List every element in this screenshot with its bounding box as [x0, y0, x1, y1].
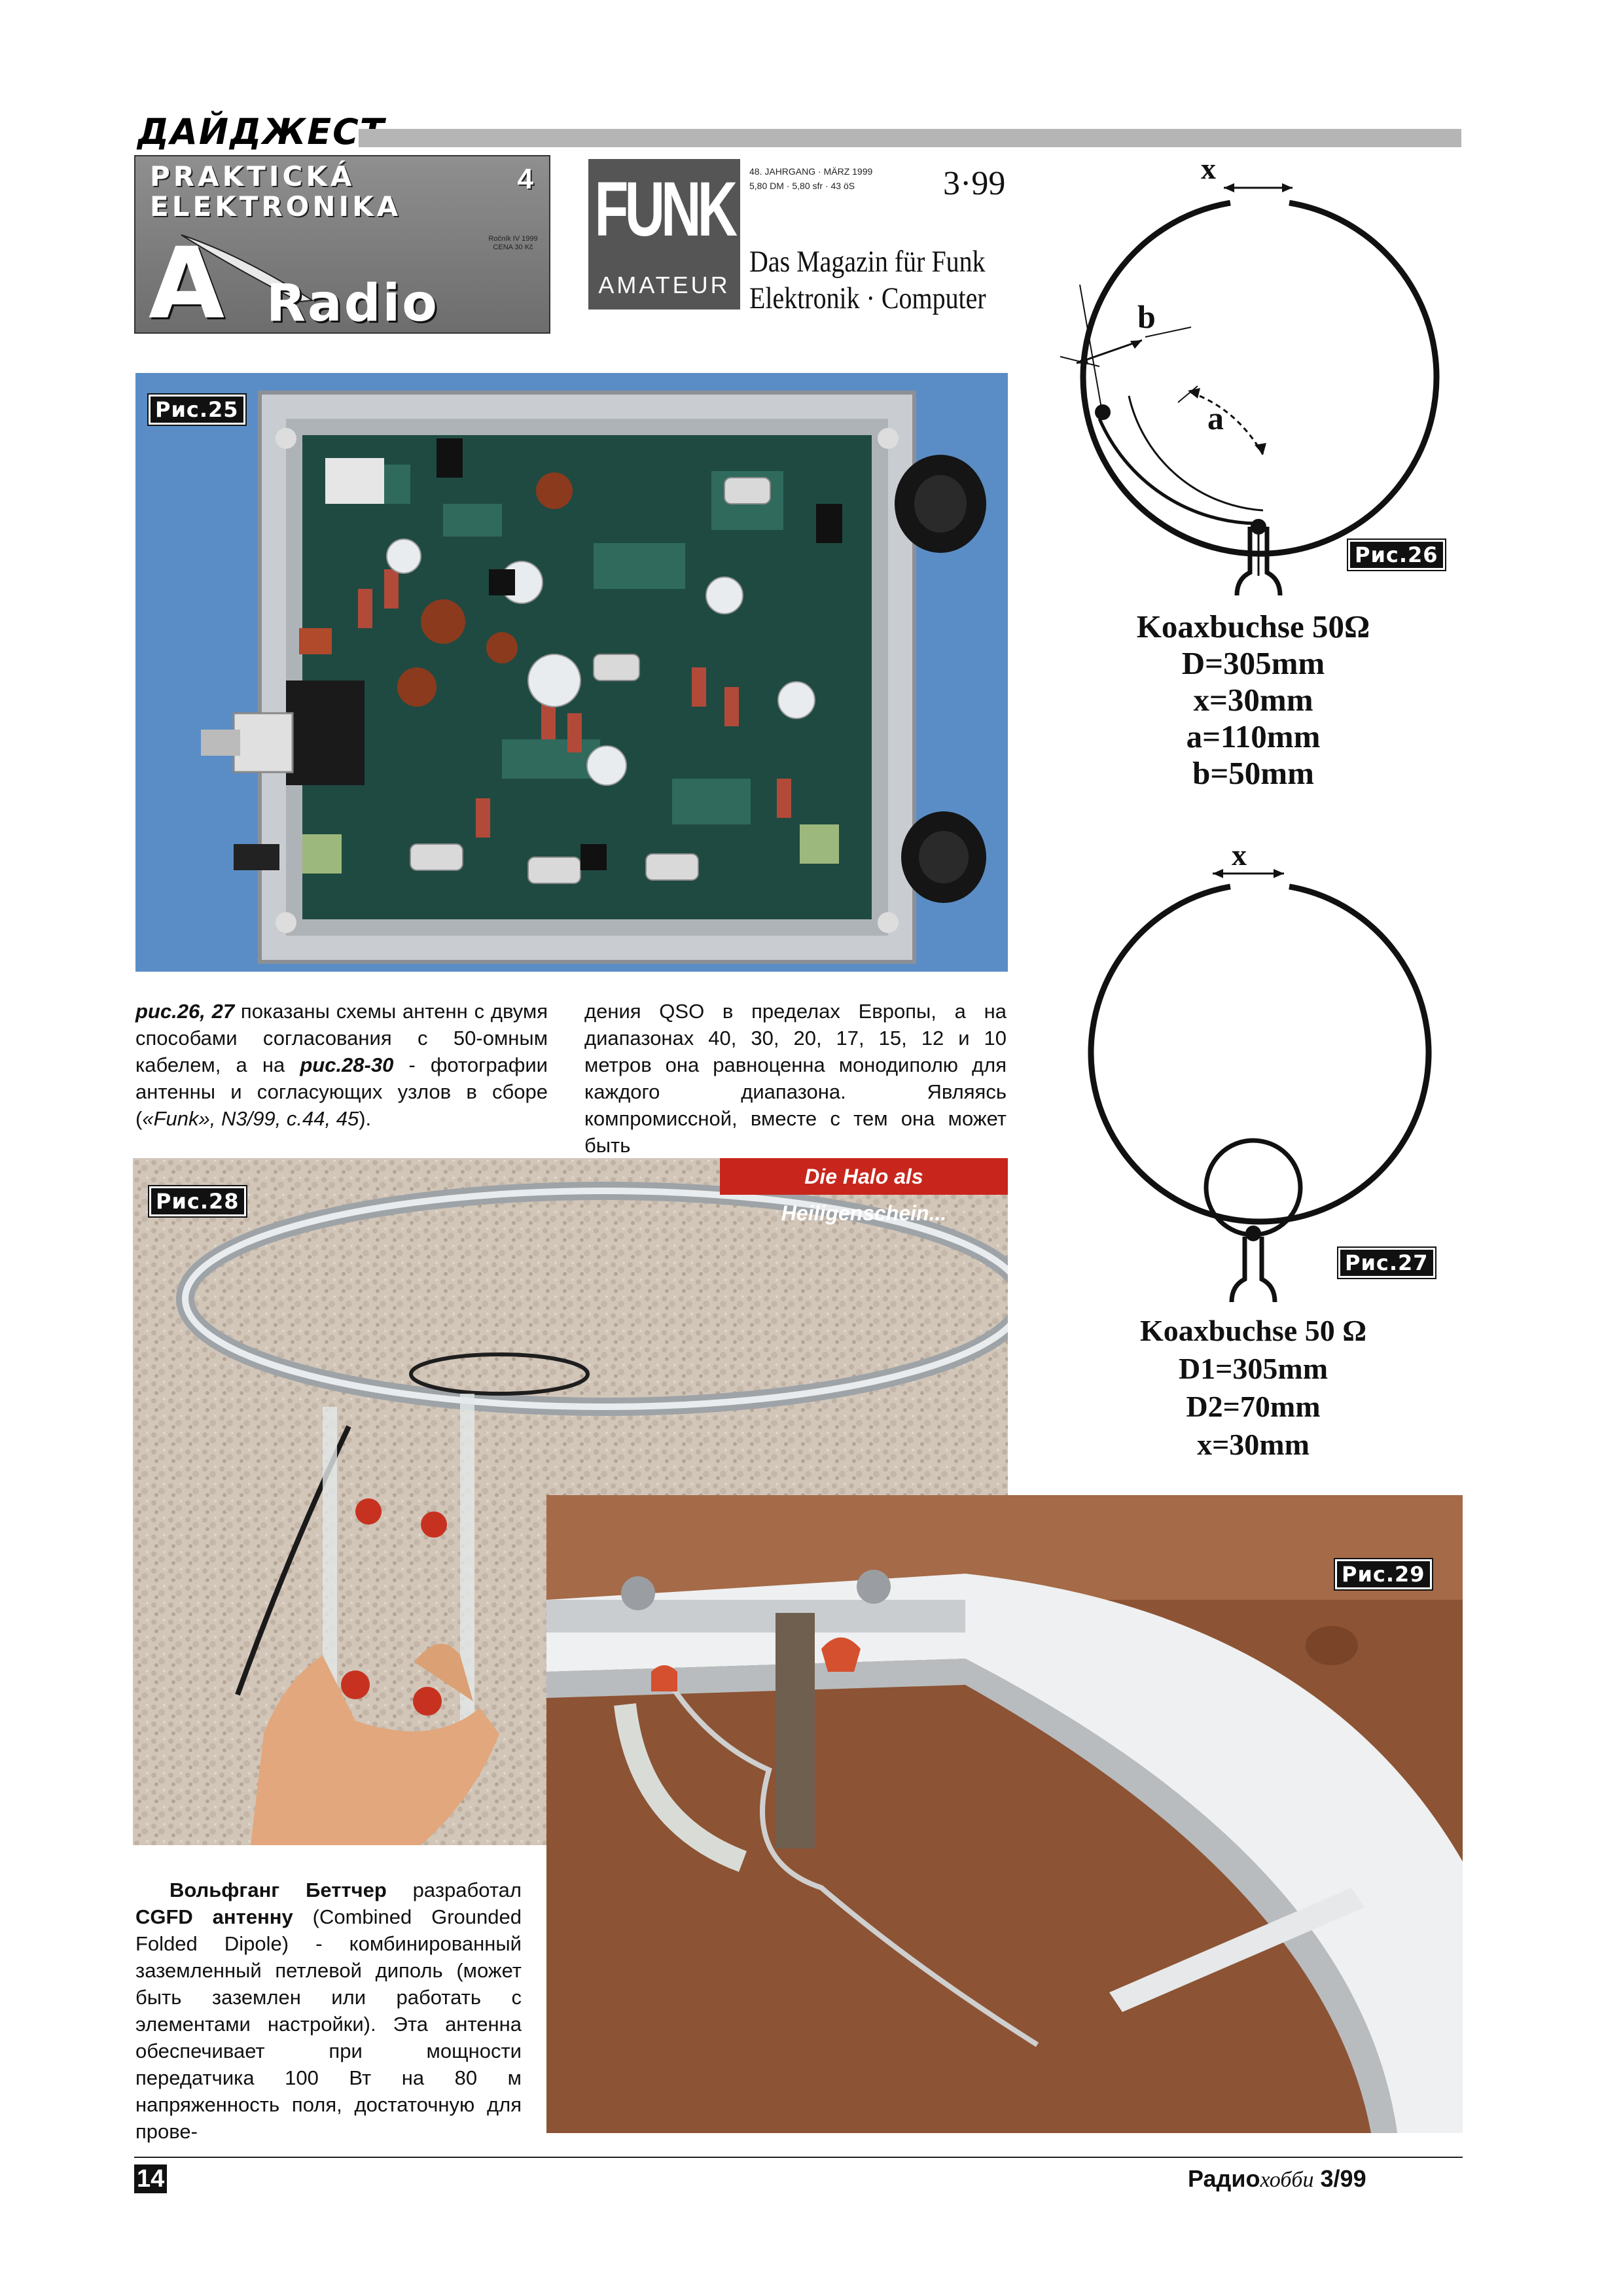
footer-magazine: Радиохобби 3/99	[1188, 2164, 1366, 2195]
fig26-dim-a: a	[1207, 400, 1224, 436]
footer-issue: 3/99	[1313, 2165, 1366, 2192]
fig27-specs: Koaxbuchse 50 Ω D1=305mm D2=70mm x=30mm	[1041, 1312, 1466, 1464]
fa-logo-block	[588, 159, 740, 309]
fa-tagline1: Das Magazin für Funk	[749, 245, 986, 279]
fig25-label: Рис.25	[147, 393, 247, 426]
pe-big-letter: A	[149, 227, 225, 334]
fig29-label: Рис.29	[1334, 1558, 1433, 1591]
page-number: 14	[134, 2164, 168, 2193]
fig29-photo: Рис.29	[546, 1495, 1463, 2133]
pe-side-text: Ročník IV 1999 CENA 30 Kč	[488, 235, 538, 251]
footer-mag-italic: хобби	[1260, 2168, 1314, 2192]
fa-meta: 48. JAHRGANG · MÄRZ 1999 5,80 DM · 5,80 …	[749, 164, 872, 193]
text-source: «Funk», N3/99, с.44, 45	[142, 1107, 359, 1130]
fa-issue: 3·99	[943, 165, 1006, 202]
fa-logo: FUNK	[594, 166, 738, 253]
fig26-spec-x: x=30mm	[1193, 682, 1313, 718]
section-title: ДАЙДЖЕСТ	[137, 111, 385, 152]
pe-issue-number: 4	[517, 163, 533, 195]
fig27-dim-x: x	[1232, 838, 1247, 872]
text-col3-part1: разработал	[386, 1879, 522, 1901]
text-ref-figs-26-27: рис.26, 27	[135, 1000, 235, 1023]
fig28-caption: Die Halo als Heiligenschein...	[720, 1158, 1008, 1225]
text-col1-end: ).	[359, 1107, 372, 1130]
header-bar	[359, 129, 1461, 147]
fig27-spec-d1: D1=305mm	[1178, 1352, 1329, 1385]
fig27-spec-d2: D2=70mm	[1186, 1390, 1321, 1423]
pe-swoosh-icon	[181, 234, 314, 303]
pe-radio: Radio	[266, 274, 439, 333]
antenna-closeup-photo-illustration	[546, 1495, 1463, 2133]
fig26-spec-b: b=50mm	[1192, 755, 1314, 791]
fig26-dim-b: b	[1137, 298, 1156, 335]
fig27-spec-x: x=30mm	[1197, 1428, 1310, 1461]
text-col1: рис.26, 27 показаны схемы антенн с двумя…	[135, 998, 548, 1132]
fig25-photo: Рис.25	[135, 373, 1008, 972]
pcb-photo-illustration	[135, 373, 1008, 972]
fig27-diagram: x Рис.27 Koaxbuchse 50 Ω D1=305mm D2=70m…	[1041, 838, 1466, 1479]
fig26-spec-d: D=305mm	[1181, 645, 1325, 681]
fa-meta-line1: 48. JAHRGANG · MÄRZ 1999	[749, 166, 873, 177]
text-ref-figs-28-30: рис.28-30	[300, 1053, 394, 1076]
pe-title-line2: ELEKTRONIKA	[150, 190, 402, 222]
pe-title-line1: PRAKTICKÁ	[150, 160, 355, 192]
text-antenna-term: CGFD антенну	[135, 1905, 293, 1928]
text-col2: дения QSO в пределах Европы, а на диапаз…	[584, 1000, 1007, 1157]
fig27-label: Рис.27	[1337, 1246, 1436, 1279]
fig26-specs: Koaxbuchse 50Ω D=305mm x=30mm a=110mm b=…	[1041, 609, 1466, 792]
fa-tagline2: Elektronik · Computer	[749, 281, 986, 315]
text-col1-part2: - фотографии антенны и согласующих узлов…	[135, 1053, 548, 1130]
fa-tagline: Das Magazin für Funk Elektronik · Comput…	[749, 243, 986, 317]
footer-rule	[134, 2157, 1463, 2158]
coupling-loop-diagram	[1088, 869, 1432, 1303]
text-col1-part1: показаны схемы антенн с двумя способами …	[135, 1000, 548, 1076]
fa-meta-line2: 5,80 DM · 5,80 sfr · 43 öS	[749, 181, 855, 191]
fig26-spec-a: a=110mm	[1186, 718, 1321, 754]
text-col3: Вольфганг Беттчер разработал CGFD антенн…	[135, 1877, 522, 2145]
fig27-spec-coax: Koaxbuchse 50 Ω	[1139, 1314, 1367, 1347]
fig26-dim-x: x	[1201, 152, 1216, 185]
text-col3-part2: (Combined Grounded Folded Dipole) - комб…	[135, 1905, 522, 2143]
fig28-label: Рис.28	[148, 1185, 247, 1218]
pe-title: PRAKTICKÁ ELEKTRONIKA	[150, 162, 401, 222]
fa-logo-sub: AMATEUR	[598, 272, 730, 298]
text-author: Вольфганг Беттчер	[169, 1879, 387, 1901]
fig26-label: Рис.26	[1347, 539, 1446, 571]
loop-antenna-diagram	[1060, 183, 1440, 596]
magazine-cover-pe: PRAKTICKÁ ELEKTRONIKA 4 Ročník IV 1999 C…	[134, 155, 550, 334]
fig26-diagram: x b a Рис.26 Koaxbuchse 50Ω D=305mm x=30…	[1041, 147, 1466, 821]
magazine-cover-fa: FUNK AMATEUR 48. JAHRGANG · MÄRZ 1999 5,…	[584, 155, 1010, 334]
fig26-spec-coax: Koaxbuchse 50Ω	[1136, 609, 1370, 645]
footer-mag-name: Радио	[1188, 2165, 1260, 2192]
